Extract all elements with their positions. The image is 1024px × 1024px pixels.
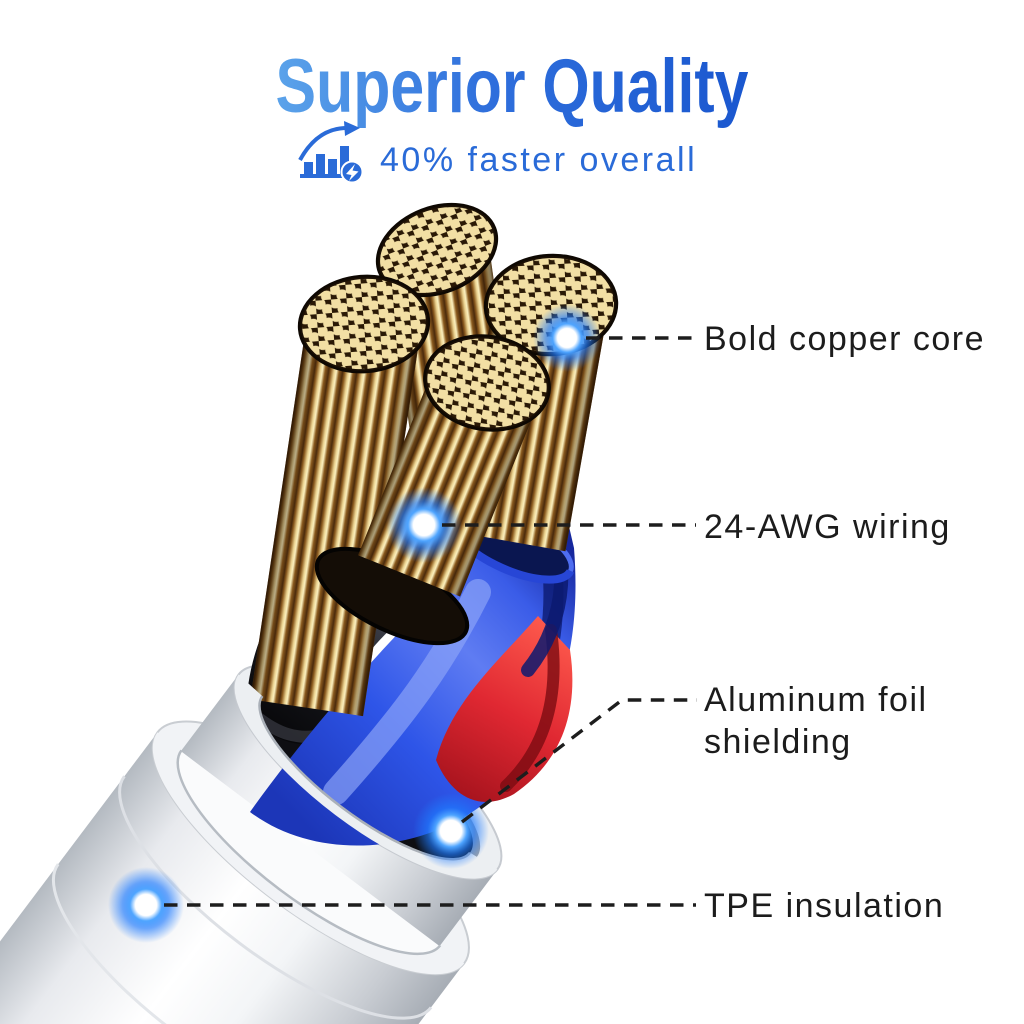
- header: Superior Quality 40% faster overall: [276, 44, 749, 184]
- callout-label-foil-shielding-line1: Aluminum foil: [704, 681, 928, 719]
- glow-dot-copper-core: [533, 304, 601, 372]
- callouts: Bold copper core 24-AWG wiring Aluminum …: [164, 320, 985, 925]
- callout-label-awg-wiring: 24-AWG wiring: [704, 508, 951, 546]
- callout-label-foil-shielding-line2: shielding: [704, 723, 852, 761]
- page-title: Superior Quality: [276, 44, 749, 129]
- copper-bundle-left: [250, 274, 431, 717]
- page-subtitle: 40% faster overall: [380, 141, 697, 179]
- glow-dot-foil-shielding: [413, 793, 489, 869]
- callout-label-tpe-insulation: TPE insulation: [704, 887, 944, 925]
- glow-dot-tpe-insulation: [108, 867, 184, 943]
- glow-dot-awg-wiring: [386, 487, 462, 563]
- lightning-bolt-icon: [340, 160, 364, 184]
- cable-illustration: [0, 202, 619, 1024]
- growth-chart-icon: [298, 121, 364, 184]
- callout-label-copper-core: Bold copper core: [704, 320, 985, 358]
